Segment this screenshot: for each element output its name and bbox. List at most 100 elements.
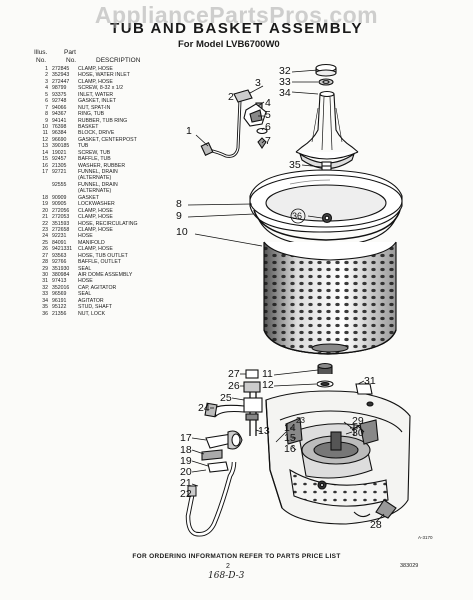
callout-26: 26 (228, 380, 240, 392)
agitator (295, 90, 359, 170)
page-number: 2 (226, 563, 230, 570)
part-number: 94066 (52, 104, 67, 111)
part-number: 272658 (52, 226, 70, 233)
part-number: 351930 (52, 265, 70, 272)
page-title: TUB AND BASKET ASSEMBLY (110, 20, 363, 37)
part-number: 272056 (52, 207, 70, 214)
callout-10: 10 (176, 226, 188, 238)
illus-number: 3 (45, 78, 48, 85)
callout-34: 34 (279, 87, 291, 99)
part-description: LOCKWASHER (78, 201, 115, 208)
illus-number: 23 (42, 226, 48, 233)
illus-number: 27 (42, 252, 48, 259)
callout-35: 35 (289, 159, 301, 171)
illus-number: 6 (45, 98, 48, 105)
part-description: NUT, SPAT-IN (78, 104, 111, 111)
callout-15: 15 (284, 432, 296, 444)
part-description: FUNNEL, DRAIN (78, 181, 118, 188)
illus-number: 18 (42, 194, 48, 201)
part-number: 93563 (52, 252, 67, 259)
callout-36-circle (290, 208, 306, 224)
header-illus: Illus. (34, 49, 48, 56)
part-description: GASKET, INLET (78, 98, 117, 105)
callout-24: 24 (198, 402, 210, 414)
parts-list-row: 6 92748 GASKET, INLET (34, 98, 194, 104)
illus-number: 22 (42, 220, 48, 227)
part-description: TUB (78, 143, 89, 150)
leader-lines (187, 69, 385, 523)
part-number: 92748 (52, 98, 67, 105)
callout-3: 3 (255, 77, 261, 89)
callout-13: 13 (258, 425, 270, 437)
part-number: 380984 (52, 272, 70, 278)
part-number: 21356 (52, 310, 67, 317)
callout-1: 1 (186, 125, 192, 137)
header-no-2: No. (66, 57, 77, 64)
illus-number: 34 (42, 297, 48, 304)
part-number: 96690 (52, 136, 67, 143)
part-number: 96569 (52, 291, 67, 298)
part-number: 9421331 (52, 246, 73, 253)
part-description: (ALTERNATE) (78, 188, 112, 195)
parts-list-row: (ALTERNATE) (34, 188, 194, 194)
illus-number: 28 (42, 259, 48, 266)
drive-block (316, 362, 334, 388)
part-description: WASHER, RUBBER (78, 162, 126, 169)
callout-19: 19 (180, 455, 192, 467)
lower-tub (265, 390, 411, 525)
callout-28: 28 (370, 519, 382, 531)
part-number: 96191 (52, 297, 67, 304)
illus-number: 36 (42, 310, 48, 317)
part-description: BASKET (78, 123, 99, 130)
part-number: 352943 (52, 72, 70, 79)
part-number: 93375 (52, 91, 67, 98)
part-description: SEAL (78, 291, 92, 298)
parts-list-row: 23 272658 CLAMP, HOSE (34, 227, 194, 233)
drawing-code: A-3170 (418, 535, 433, 540)
part-number: 76398 (52, 123, 67, 130)
part-number: 92231 (52, 233, 67, 240)
illus-number: 1 (45, 66, 48, 72)
callout-16: 16 (284, 443, 296, 455)
callout-14: 14 (284, 422, 296, 434)
illus-number: 10 (42, 123, 48, 130)
part-description: SCREW, 8-32 x 1/2 (78, 85, 123, 92)
part-description: FUNNEL, DRAIN (78, 169, 118, 175)
callout-25: 25 (220, 392, 232, 404)
illus-number: 7 (45, 104, 48, 111)
part-number: 272053 (52, 214, 70, 221)
part-description: CLAMP, HOSE (78, 226, 113, 233)
illus-number: 30 (42, 272, 48, 278)
callout-31: 31 (364, 375, 376, 387)
callout-8: 8 (176, 198, 182, 210)
part-description: INLET, WATER (78, 91, 114, 98)
outlet-manifold (204, 369, 263, 436)
callout-18: 18 (180, 444, 192, 456)
callout-5: 5 (265, 109, 271, 121)
illus-number: 4 (45, 85, 48, 92)
illus-number: 21 (42, 214, 48, 221)
part-description: CLAMP, HOSE (78, 66, 113, 72)
header-description: DESCRIPTION (96, 57, 141, 64)
air-dome (350, 383, 374, 436)
part-description: SEAL (78, 265, 92, 272)
callout-11: 11 (262, 368, 273, 380)
part-description: HOSE (78, 233, 93, 240)
callout-30: 30 (352, 427, 364, 439)
part-description: AGITATOR (78, 297, 104, 304)
model-subtitle: For Model LVB6700W0 (178, 39, 280, 50)
